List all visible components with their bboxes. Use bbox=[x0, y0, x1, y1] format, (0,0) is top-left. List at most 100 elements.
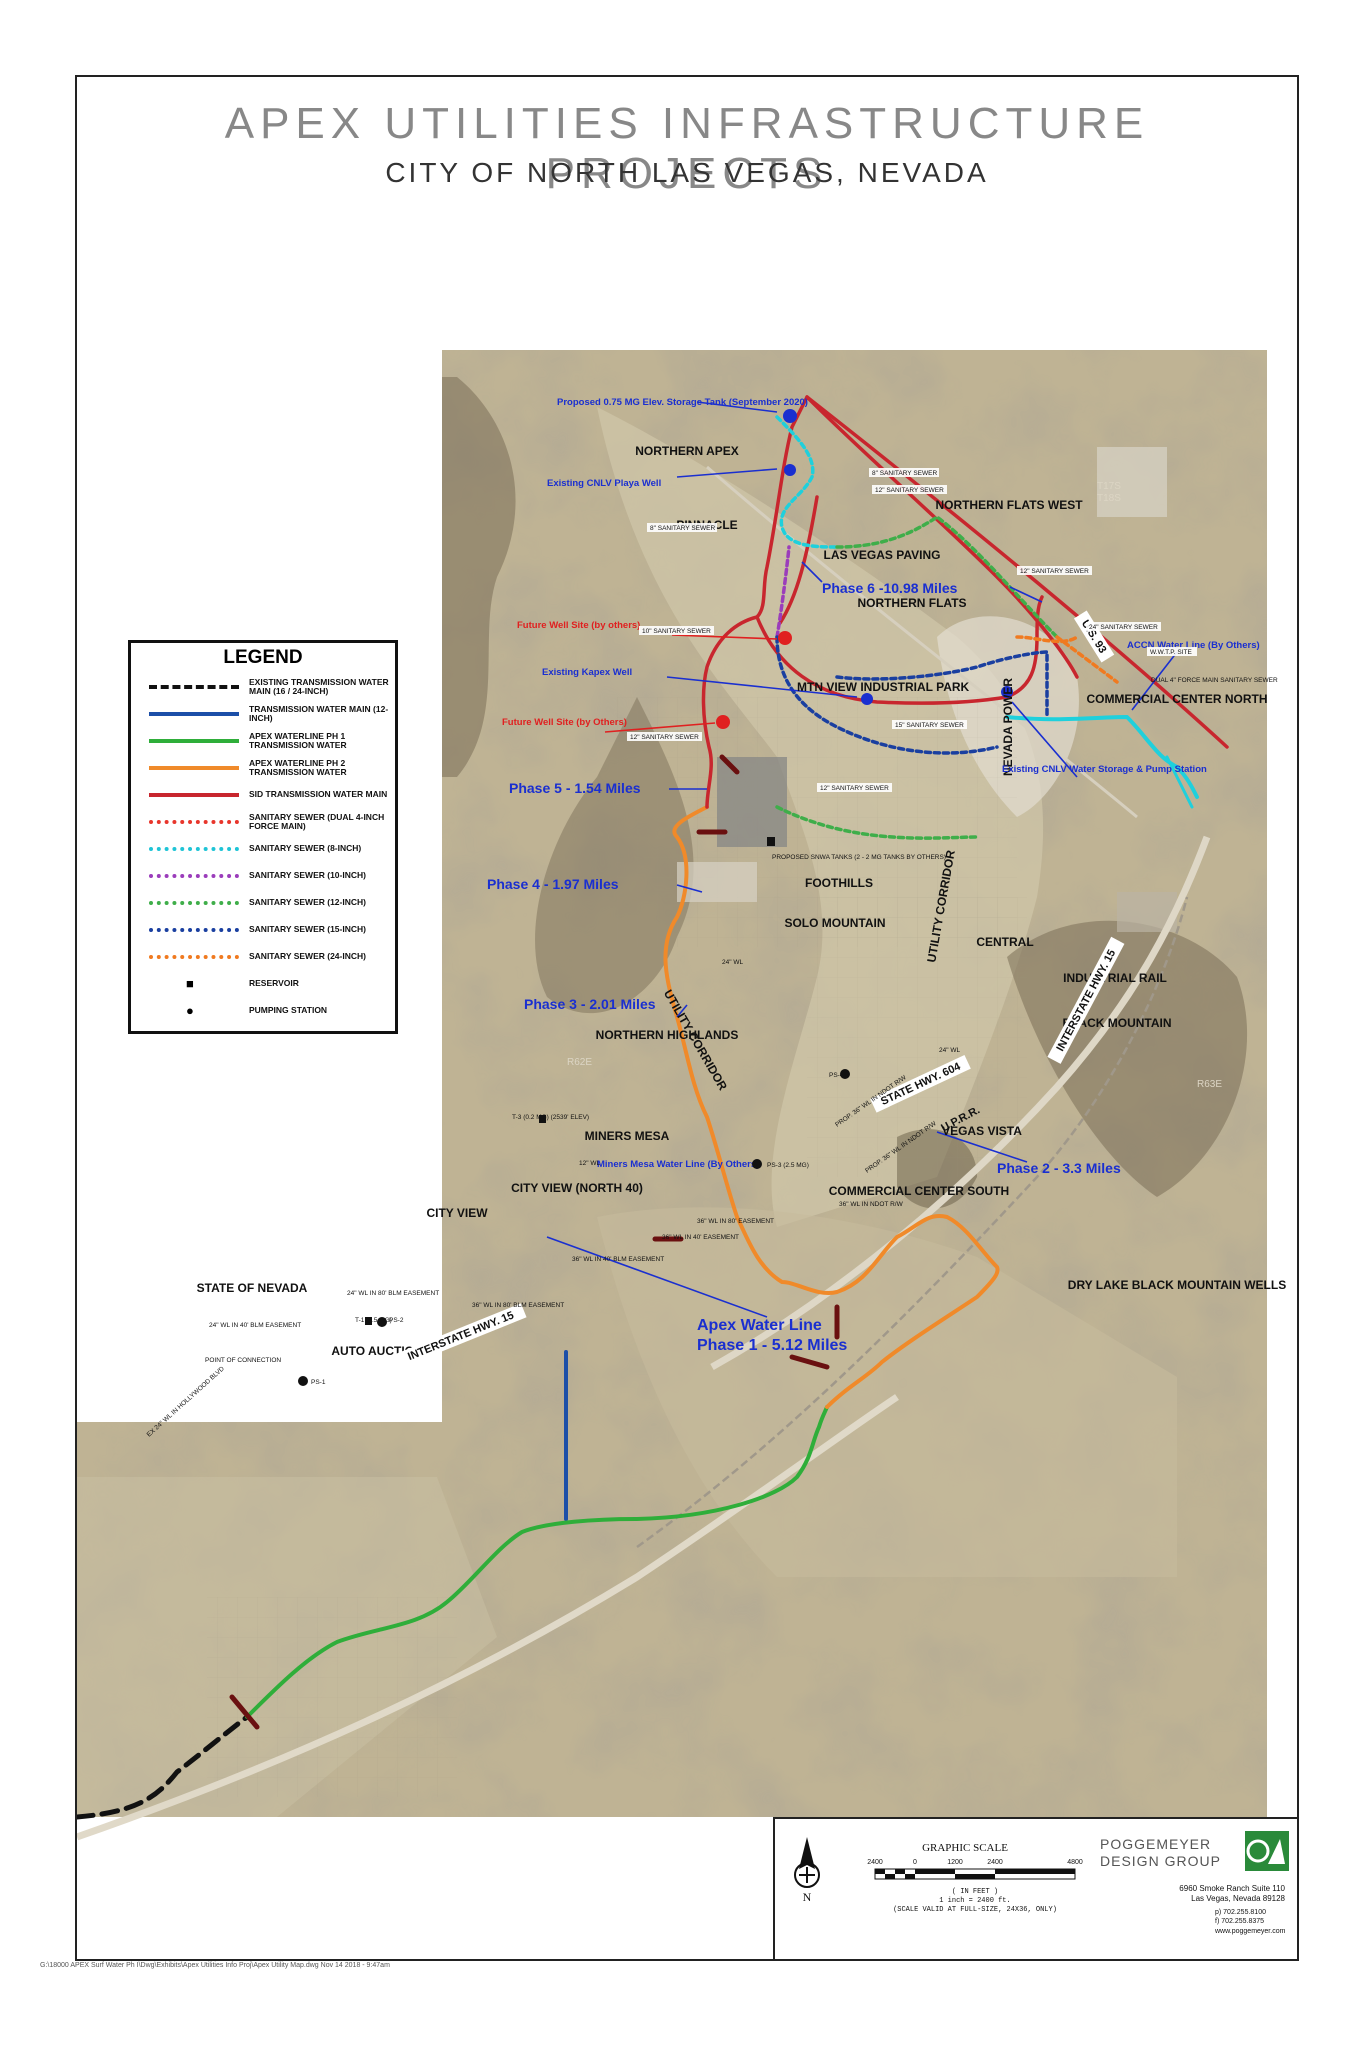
road-network bbox=[77, 465, 1211, 1841]
reservoir-icon bbox=[539, 1115, 546, 1123]
scale-tick-3: 2400 bbox=[987, 1859, 1003, 1866]
label-t18s: T18S bbox=[1097, 493, 1121, 504]
scale-tick-1: 0 bbox=[913, 1859, 917, 1866]
title-block-graphics: N GRAPHIC SCALE 2400 0 1200 2400 4800 ( … bbox=[794, 1831, 1289, 1935]
apex-waterline-ph1 bbox=[245, 1405, 829, 1719]
annotation-miners-mesa-line: Miners Mesa Water Line (By Others) bbox=[597, 1159, 759, 1170]
pumping-station-icon bbox=[298, 1376, 308, 1386]
reservoir-icon: ■ bbox=[186, 976, 194, 991]
legend-line-swatch bbox=[149, 873, 239, 878]
label-state-of-nevada: STATE OF NEVADA bbox=[197, 1281, 308, 1295]
legend-item: TRANSMISSION WATER MAIN (12-INCH) bbox=[131, 700, 395, 727]
proposed-tank-marker bbox=[783, 409, 797, 423]
legend-item-label: SANITARY SEWER (8-INCH) bbox=[249, 843, 362, 853]
legend-item-label: SANITARY SEWER (24-INCH) bbox=[249, 951, 366, 961]
legend-item: SANITARY SEWER (24-INCH) bbox=[131, 943, 395, 970]
label-r63e: R63E bbox=[1197, 1079, 1222, 1090]
sewer-15in bbox=[835, 650, 1049, 719]
label-s12-1: 12" SANITARY SEWER bbox=[875, 487, 944, 494]
label-phase-6: Phase 6 -10.98 Miles bbox=[822, 580, 958, 596]
label-nevada-power: NEVADA POWER bbox=[1001, 678, 1015, 776]
graphic-scale-label: GRAPHIC SCALE bbox=[922, 1842, 1008, 1854]
label-vegas-vista: VEGAS VISTA bbox=[942, 1124, 1022, 1138]
legend-item: SID TRANSMISSION WATER MAIN bbox=[131, 781, 395, 808]
legend-line-swatch bbox=[149, 792, 239, 797]
label-city-view: CITY VIEW bbox=[426, 1206, 488, 1220]
legend-item-label: SANITARY SEWER (10-INCH) bbox=[249, 870, 366, 880]
annotation-future-well-2: Future Well Site (by Others) bbox=[502, 717, 627, 728]
inch-equals-label: 1 inch = 2400 ft. bbox=[939, 1897, 1010, 1905]
label-snwa: PROPOSED SNWA TANKS (2 - 2 MG TANKS BY O… bbox=[772, 854, 946, 861]
label-wl24-blm40: 24" WL IN 40' BLM EASEMENT bbox=[209, 1322, 301, 1329]
site-map: NORTHERN APEX PINNACLE LAS VEGAS PAVING … bbox=[77, 350, 1286, 1841]
legend-title: LEGEND bbox=[223, 647, 303, 668]
legend-item: ■RESERVOIR bbox=[131, 970, 395, 997]
cnlv-storage-marker bbox=[1001, 686, 1013, 698]
label-phase-2: Phase 2 - 3.3 Miles bbox=[997, 1160, 1121, 1176]
legend-line-swatch bbox=[149, 684, 239, 689]
legend-item: APEX WATERLINE PH 1 TRANSMISSION WATER bbox=[131, 727, 395, 754]
legend: LEGEND EXISTING TRANSMISSION WATER MAIN … bbox=[128, 640, 398, 1034]
future-well-1-marker bbox=[778, 631, 792, 645]
future-well-2-marker bbox=[716, 715, 730, 729]
legend-item-label: TRANSMISSION WATER MAIN (12-INCH) bbox=[249, 703, 389, 723]
pumping-station-icon: ● bbox=[186, 1003, 194, 1018]
annotation-proposed-tank: Proposed 0.75 MG Elev. Storage Tank (Sep… bbox=[557, 397, 808, 408]
label-commercial-center-south: COMMERCIAL CENTER SOUTH bbox=[829, 1184, 1009, 1198]
label-wl24-1: 24" WL bbox=[722, 959, 743, 966]
scale-tick-0: 2400 bbox=[867, 1859, 883, 1866]
sewer-12in bbox=[835, 515, 1059, 639]
label-s12-2: 12" SANITARY SEWER bbox=[1020, 568, 1089, 575]
annotation-cnlv-storage: Existing CNLV Water Storage & Pump Stati… bbox=[1002, 764, 1207, 775]
company-phone: p) 702.255.8100 bbox=[1215, 1909, 1266, 1916]
label-s8-1: 8" SANITARY SEWER bbox=[872, 470, 937, 477]
company-web: www.poggemeyer.com bbox=[1214, 1928, 1286, 1935]
legend-line-swatch bbox=[149, 711, 239, 716]
kapex-well-marker bbox=[861, 693, 873, 705]
legend-item: SANITARY SEWER (10-INCH) bbox=[131, 862, 395, 889]
label-northern-highlands: NORTHERN HIGHLANDS bbox=[596, 1028, 739, 1042]
north-arrow-icon: N bbox=[794, 1837, 820, 1904]
company-name-2: DESIGN GROUP bbox=[1100, 1853, 1221, 1869]
label-ps1: PS-1 bbox=[311, 1379, 326, 1386]
label-wl36-40: 36" WL IN 40' EASEMENT bbox=[662, 1234, 739, 1241]
annotation-accn: ACCN Water Line (By Others) bbox=[1127, 640, 1260, 651]
scale-bar bbox=[874, 1868, 1076, 1880]
apex-waterline-ph2 bbox=[663, 805, 1000, 1409]
label-industrial-rail: INDUSTRIAL RAIL bbox=[1063, 971, 1167, 985]
label-wwtp: W.W.T.P. SITE bbox=[1150, 649, 1192, 656]
sewer-10in bbox=[775, 545, 791, 639]
label-ps4: PS-4 bbox=[829, 1072, 844, 1079]
legend-line-swatch bbox=[149, 846, 239, 851]
label-s12-4: 12" SANITARY SEWER bbox=[820, 785, 889, 792]
legend-item-label: SANITARY SEWER (15-INCH) bbox=[249, 924, 366, 934]
pumping-station-icon bbox=[752, 1159, 762, 1169]
label-t3: T-3 (0.2 MG) (2539' ELEV) bbox=[512, 1114, 589, 1121]
label-t1: T-1 (2.5 MG) bbox=[355, 1317, 392, 1324]
legend-item-label: SANITARY SEWER (DUAL 4-INCH FORCE MAIN) bbox=[249, 811, 385, 831]
scale-tick-4: 4800 bbox=[1067, 1859, 1083, 1866]
label-poc: POINT OF CONNECTION bbox=[205, 1357, 281, 1364]
legend-item-label: APEX WATERLINE PH 1 TRANSMISSION WATER bbox=[249, 730, 347, 750]
company-address-2: Las Vegas, Nevada 89128 bbox=[1191, 1894, 1285, 1903]
callout-arrows bbox=[546, 401, 1178, 1318]
playa-well-marker bbox=[784, 464, 796, 476]
pumping-station-icon bbox=[840, 1069, 850, 1079]
legend-line-swatch bbox=[149, 819, 239, 824]
label-wl24-2: 24" WL bbox=[939, 1047, 960, 1054]
label-las-vegas-paving: LAS VEGAS PAVING bbox=[824, 548, 941, 562]
label-t17s: T17S bbox=[1097, 481, 1121, 492]
legend-item: ●PUMPING STATION bbox=[131, 997, 395, 1024]
label-wl36-blm40: 36" WL IN 40' BLM EASEMENT bbox=[572, 1256, 664, 1263]
label-s10: 10" SANITARY SEWER bbox=[642, 628, 711, 635]
label-s15: 15" SANITARY SEWER bbox=[895, 722, 964, 729]
file-path-footer: G:\18000 APEX Surf Water Ph I\Dwg\Exhibi… bbox=[40, 1962, 390, 1969]
legend-line-swatch bbox=[149, 738, 239, 743]
legend-items: EXISTING TRANSMISSION WATER MAIN (16 / 2… bbox=[131, 673, 395, 1024]
company-logo-icon bbox=[1245, 1831, 1289, 1871]
legend-item-label: EXISTING TRANSMISSION WATER MAIN (16 / 2… bbox=[249, 676, 389, 696]
map-sheet: NORTHERN APEX PINNACLE LAS VEGAS PAVING … bbox=[75, 75, 1299, 1961]
annotation-kapex-well: Existing Kapex Well bbox=[542, 667, 632, 678]
title-block: N GRAPHIC SCALE 2400 0 1200 2400 4800 ( … bbox=[773, 1817, 1297, 1959]
label-s12-3: 12" SANITARY SEWER bbox=[630, 734, 699, 741]
